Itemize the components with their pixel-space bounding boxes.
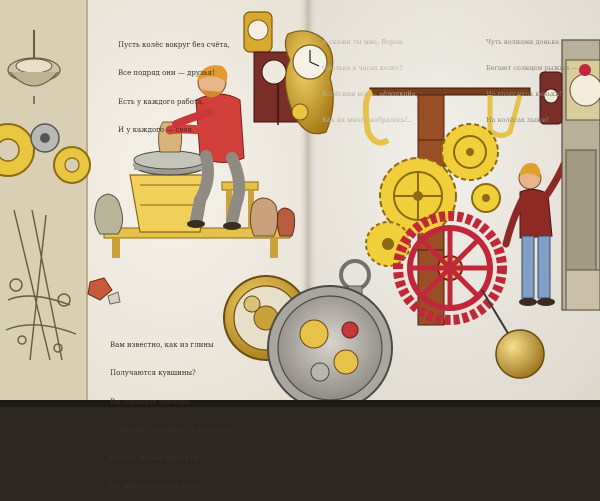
verse-top-left: Пусть колёс вокруг без счёта, Все подряд… <box>118 22 230 145</box>
verse-line: Колёсики все — «ёлочкой», <box>322 90 418 99</box>
verse-line: И у каждого — своя. <box>118 125 195 134</box>
verse-line: — Штука, — скажет, — не хитра! <box>110 425 234 434</box>
skis-and-poles-sketch <box>5 209 77 361</box>
verse-line: Есть у каждого работа, <box>118 97 205 106</box>
verse-line: А скажи ты мне, Ворон, <box>322 37 405 46</box>
pottery-shards-illustration <box>87 277 121 305</box>
grandfather-clock-illustration <box>539 39 600 311</box>
verse-top-center: А скажи ты мне, Ворон, Сколько в часах к… <box>322 20 418 134</box>
potter-at-wheel-illustration <box>94 65 296 258</box>
left-panel-gears <box>0 123 91 184</box>
verse-line: Как их много набралось!.. <box>322 116 412 125</box>
verse-line: Были б только пара рук <box>110 454 199 463</box>
verse-line: На колёсиках коньки! <box>486 90 563 99</box>
left-edge-panel <box>0 0 91 402</box>
verse-line: Вы спросите гончара, <box>110 397 192 406</box>
wall-clock-illustration <box>243 11 334 135</box>
verse-line: Сколько в часах колёс? <box>322 63 403 72</box>
verse-line: Бегают солнцем рыжим — <box>486 63 578 72</box>
verse-line: Все подряд они — друзья! <box>118 69 215 78</box>
silver-pocket-watch-illustration <box>267 259 393 407</box>
verse-line: Получаются кувшины? <box>110 369 196 378</box>
verse-bottom-left: Вам известно, как из глины Получаются ку… <box>110 322 233 501</box>
verse-top-right: Чуть волнами донька Бегают солнцем рыжим… <box>486 20 578 134</box>
spinning-top-illustration <box>7 30 61 104</box>
verse-line: На колёсах лыжи! <box>486 116 550 125</box>
open-picture-book-photo <box>0 0 600 407</box>
verse-line: Да ещё гончарный круг! <box>110 482 202 491</box>
verse-line: Пусть колёс вокруг без счёта, <box>118 40 230 49</box>
clockwork-mechanism-illustration <box>362 87 545 379</box>
verse-line: Вам известно, как из глины <box>110 340 214 349</box>
verse-line: Чуть волнами донька <box>486 37 560 46</box>
